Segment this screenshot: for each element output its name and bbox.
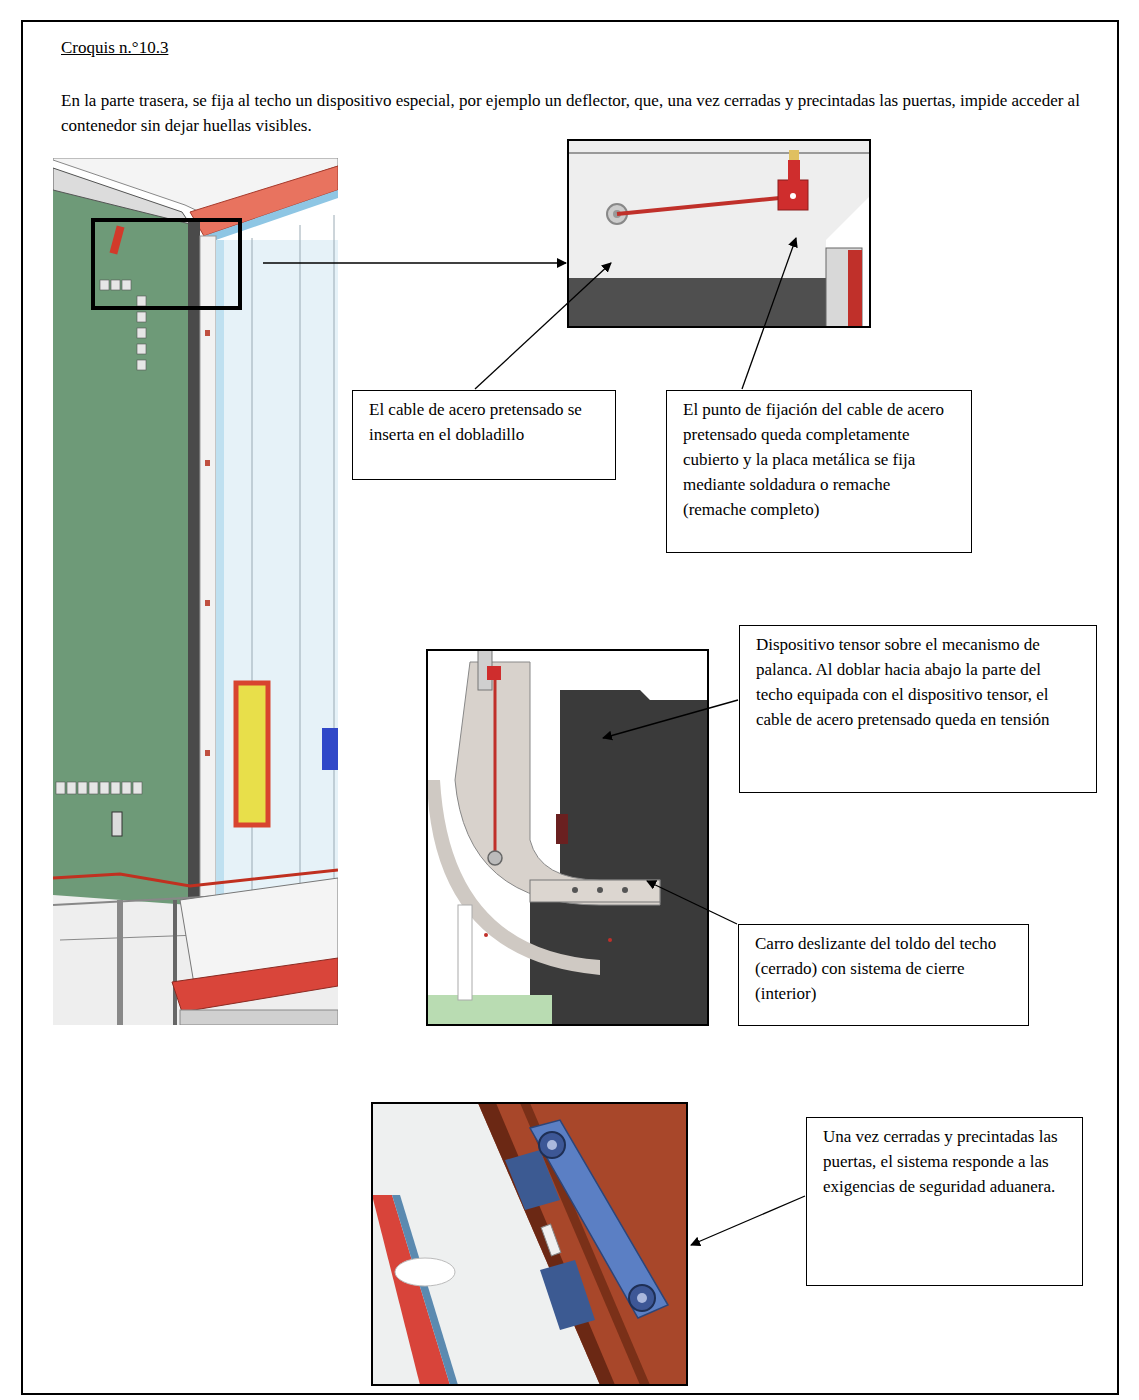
trailer-illustration-part	[117, 900, 123, 1025]
callout-text: Dispositivo tensor sobre el mecanismo de…	[756, 632, 1082, 732]
seal-hinge-detail-part	[540, 1260, 595, 1330]
inset-frame	[427, 650, 708, 1025]
seal-hinge-detail-part	[372, 1103, 687, 1385]
trailer-illustration-part	[137, 360, 146, 370]
trailer-illustration-part	[133, 782, 142, 794]
callout-text: Carro deslizante del toldo del techo (ce…	[755, 931, 1014, 1006]
callout-box: El punto de fijación del cable de acero …	[666, 390, 972, 553]
callout-text: El cable de acero pretensado se inserta …	[369, 397, 601, 447]
trailer-illustration-part	[53, 168, 190, 224]
tensioner-detail-part	[455, 662, 660, 905]
leader-arrows-part	[603, 700, 738, 738]
page-frame	[22, 21, 1118, 1394]
seal-hinge-detail-part	[478, 1103, 615, 1385]
trailer-illustration-part	[111, 280, 120, 290]
seal-hinge-detail-part	[530, 1120, 668, 1318]
trailer-illustration-part	[93, 220, 240, 308]
trailer-illustration-part	[322, 728, 338, 770]
cable-hem-detail-part	[568, 152, 870, 154]
seal-hinge-detail-part	[478, 1103, 687, 1385]
cable-hem-detail-part	[778, 180, 808, 210]
leader-arrows-part	[475, 263, 611, 389]
trailer-illustration-part	[137, 344, 146, 354]
callout-box: Dispositivo tensor sobre el mecanismo de…	[739, 625, 1097, 793]
seal-hinge-detail	[372, 1103, 687, 1385]
inset-frame	[568, 140, 870, 327]
tensioner-detail-part	[622, 887, 628, 893]
inset-frame	[372, 1103, 687, 1385]
trailer-illustration-part	[100, 280, 109, 290]
callout-box: El cable de acero pretensado se inserta …	[352, 390, 616, 480]
intro-note: En la parte trasera, se fija al techo un…	[61, 88, 1093, 138]
seal-hinge-detail-part	[372, 1195, 450, 1385]
trailer-illustration-part	[137, 328, 146, 338]
tensioner-detail-part	[487, 666, 501, 680]
seal-hinge-detail-part	[539, 1132, 565, 1158]
trailer-illustration-part	[137, 296, 146, 306]
trailer-illustration-part	[205, 330, 210, 336]
callout-box: Carro deslizante del toldo del techo (ce…	[738, 924, 1029, 1026]
cable-hem-detail-part	[788, 160, 800, 182]
cable-hem-detail-part	[790, 193, 796, 199]
tensioner-detail-part	[556, 814, 568, 844]
tensioner-detail-part	[572, 887, 578, 893]
trailer-illustration	[53, 158, 338, 1025]
cable-hem-detail-part	[848, 250, 862, 327]
tensioner-detail-part	[530, 690, 708, 1025]
trailer-illustration-part	[112, 812, 122, 836]
tensioner-detail-part	[427, 650, 708, 1025]
trailer-illustration-part	[53, 168, 190, 1025]
seal-hinge-detail-part	[637, 1293, 647, 1303]
tensioner-detail-part	[484, 933, 488, 937]
leader-arrows-part	[263, 262, 566, 263]
trailer-illustration-part	[89, 782, 98, 794]
trailer-illustration-part	[111, 782, 120, 794]
trailer-illustration-part	[78, 782, 87, 794]
cable-hem-detail-part	[617, 197, 790, 214]
trailer-illustration-part	[110, 225, 125, 254]
tensioner-detail	[427, 650, 708, 1025]
tensioner-detail-part	[530, 880, 660, 902]
trailer-illustration-part	[236, 683, 268, 825]
callout-text: El punto de fijación del cable de acero …	[683, 397, 957, 522]
trailer-illustration-part	[122, 782, 131, 794]
trailer-illustration-part	[137, 312, 146, 322]
trailer-illustration-part	[100, 782, 109, 794]
trailer-illustration-part	[56, 782, 65, 794]
trailer-illustration-part	[173, 900, 177, 1025]
leader-arrows-part	[742, 238, 796, 389]
seal-hinge-detail-part	[392, 1195, 458, 1385]
leader-arrows-part	[691, 1196, 805, 1245]
callout-text: Una vez cerradas y precintadas las puert…	[823, 1124, 1068, 1199]
trailer-illustration-part	[180, 1010, 338, 1025]
seal-hinge-detail-part	[395, 1258, 455, 1286]
leader-arrows-part	[647, 881, 737, 924]
cable-hem-detail-part	[568, 278, 870, 327]
tensioner-detail-part	[597, 887, 603, 893]
cable-hem-detail-part	[826, 196, 870, 327]
seal-hinge-detail-part	[541, 1224, 561, 1256]
tensioner-detail-part	[427, 995, 552, 1025]
tensioner-detail-part	[494, 675, 497, 852]
tensioner-detail-part	[608, 938, 612, 942]
cable-hem-detail-part	[568, 140, 870, 327]
tensioner-detail-part	[458, 905, 472, 1000]
trailer-illustration-part	[172, 958, 338, 1012]
trailer-illustration-part	[205, 750, 210, 756]
callout-box: Una vez cerradas y precintadas las puert…	[806, 1117, 1083, 1286]
trailer-illustration-part	[204, 190, 338, 242]
seal-hinge-detail-part	[547, 1140, 557, 1150]
sketch-title: Croquis n.°10.3	[61, 35, 168, 60]
trailer-illustration-part	[205, 460, 210, 466]
cable-hem-detail-part	[789, 150, 799, 160]
trailer-illustration-part	[205, 600, 210, 606]
trailer-illustration-part	[67, 782, 76, 794]
trailer-illustration-part	[122, 280, 131, 290]
cable-hem-detail	[568, 140, 870, 327]
seal-hinge-detail-part	[629, 1285, 655, 1311]
tensioner-detail-part	[488, 851, 502, 865]
cable-hem-detail-part	[826, 248, 862, 327]
trailer-illustration-part	[53, 158, 338, 1025]
